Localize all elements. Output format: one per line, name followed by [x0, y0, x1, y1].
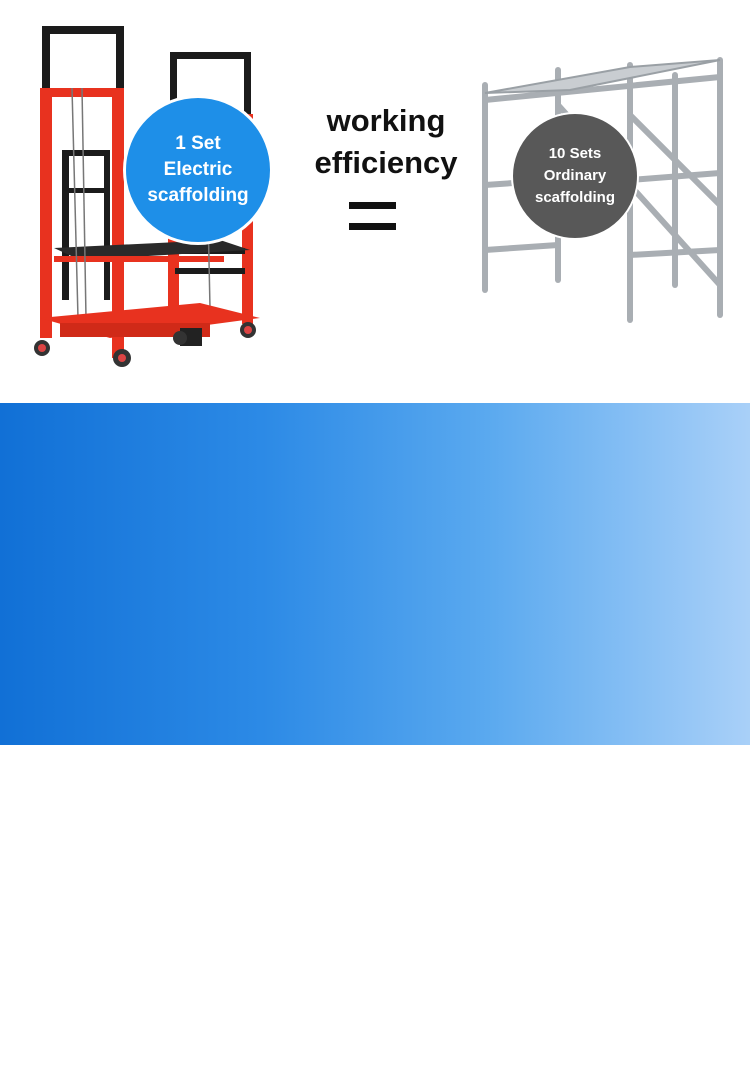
- pro-item: √ Adjustable height: [14, 911, 249, 943]
- con-item: ✕ High labor intensity: [427, 1034, 692, 1065]
- con-item-text: Non adjustable height: [471, 911, 723, 941]
- con-item: ✕ Non adjustable height: [427, 911, 723, 942]
- check-icon: √: [14, 972, 30, 1003]
- cross-icon: ✕: [427, 1034, 449, 1064]
- ordinary-label: Ordinary: [543, 167, 607, 184]
- equation-line-2: efficiency: [314, 145, 458, 180]
- pro-item-text: Easy operation: [50, 1034, 224, 1065]
- ordinary-label-2: scaffolding: [534, 189, 615, 206]
- con-item: ✕ Repeated climbing: [427, 850, 686, 881]
- pro-item: √ Wireless remote control: [14, 850, 323, 882]
- equals-icon: [349, 202, 396, 244]
- check-icon: √: [14, 850, 30, 881]
- electric-scaffolding-badge: 1 Set Electric scaffolding: [123, 95, 273, 245]
- comparison-panel: √ Wireless remote control √ Adjustable heig…: [0, 403, 750, 1065]
- ordinary-quantity: 10 Sets: [548, 145, 602, 162]
- equation-line-1: working: [326, 103, 446, 138]
- product-image-area: 1 Set Electric scaffolding working effic…: [0, 0, 750, 403]
- con-item-text: Low work efficiency: [471, 972, 696, 1002]
- pro-item-text: Improve work efficiency: [50, 972, 322, 1003]
- con-item: ✕ Low work efficiency: [427, 972, 696, 1003]
- ordinary-scaffolding-image: [482, 57, 723, 323]
- pro-item-text: Adjustable height: [50, 911, 250, 942]
- electric-label-2: scaffolding: [147, 185, 249, 206]
- con-item-text: High labor intensity: [471, 1034, 693, 1064]
- cross-icon: ✕: [427, 911, 449, 941]
- check-icon: √: [14, 1034, 30, 1065]
- electric-quantity: 1 Set: [175, 133, 221, 154]
- electric-label: Electric: [163, 159, 233, 180]
- ordinary-scaffolding-badge: 10 Sets Ordinary scaffolding: [511, 112, 639, 240]
- cross-icon: ✕: [427, 850, 449, 880]
- pro-item: √ Easy operation: [14, 1034, 223, 1066]
- equation-text: working efficiency: [306, 100, 466, 184]
- pro-item: √ Improve work efficiency: [14, 972, 321, 1004]
- con-item-text: Repeated climbing: [471, 850, 687, 880]
- cross-icon: ✕: [427, 972, 449, 1002]
- pro-item-text: Wireless remote control: [50, 850, 324, 881]
- check-icon: √: [14, 911, 30, 942]
